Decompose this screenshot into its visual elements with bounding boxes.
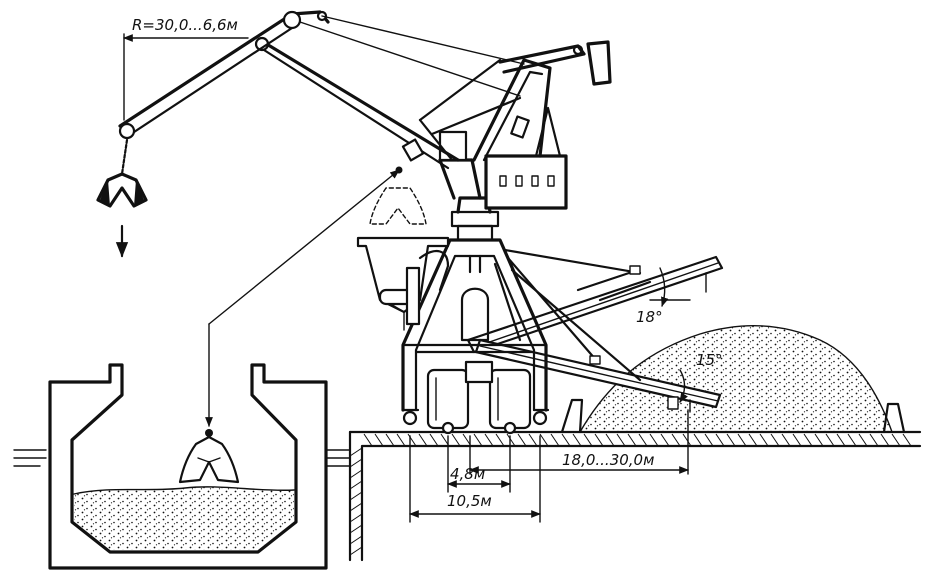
crane-boom <box>118 10 525 170</box>
reach-label: R=30,0...6,6м <box>132 16 238 34</box>
lower-belt-angle-label: 15° <box>696 351 723 369</box>
upper-conveyor-belt <box>466 248 724 354</box>
track-gauge-label: 4,8м <box>450 465 485 483</box>
lower-conveyor-belt <box>474 256 722 413</box>
conveyor-reach-dimension: 18,0...30,0м <box>469 409 689 475</box>
crane-bogies <box>401 360 550 435</box>
grab-travel-path <box>205 166 427 427</box>
upper-belt-angle: 18° <box>636 267 691 326</box>
crane-portal <box>401 196 548 412</box>
grab-in-hold-icon <box>178 429 240 484</box>
track-gauge-dimension: 4,8м <box>447 435 511 493</box>
crane-counterweight-arm <box>498 40 612 86</box>
crane-turntable <box>418 118 482 200</box>
lower-belt-angle: 15° <box>679 351 723 403</box>
receiving-hopper <box>356 236 450 331</box>
ship-hull <box>48 363 328 570</box>
portal-base-dimension: 10,5м <box>409 435 541 523</box>
conveyor-reach-label: 18,0...30,0м <box>562 451 654 469</box>
crane-cabin <box>484 106 568 210</box>
water-surface <box>13 449 351 467</box>
upper-belt-angle-label: 18° <box>636 308 663 326</box>
reach-dimension: R=30,0...6,6м <box>123 16 249 121</box>
grab-bucket-icon <box>96 122 148 258</box>
portal-base-label: 10,5м <box>447 492 492 510</box>
